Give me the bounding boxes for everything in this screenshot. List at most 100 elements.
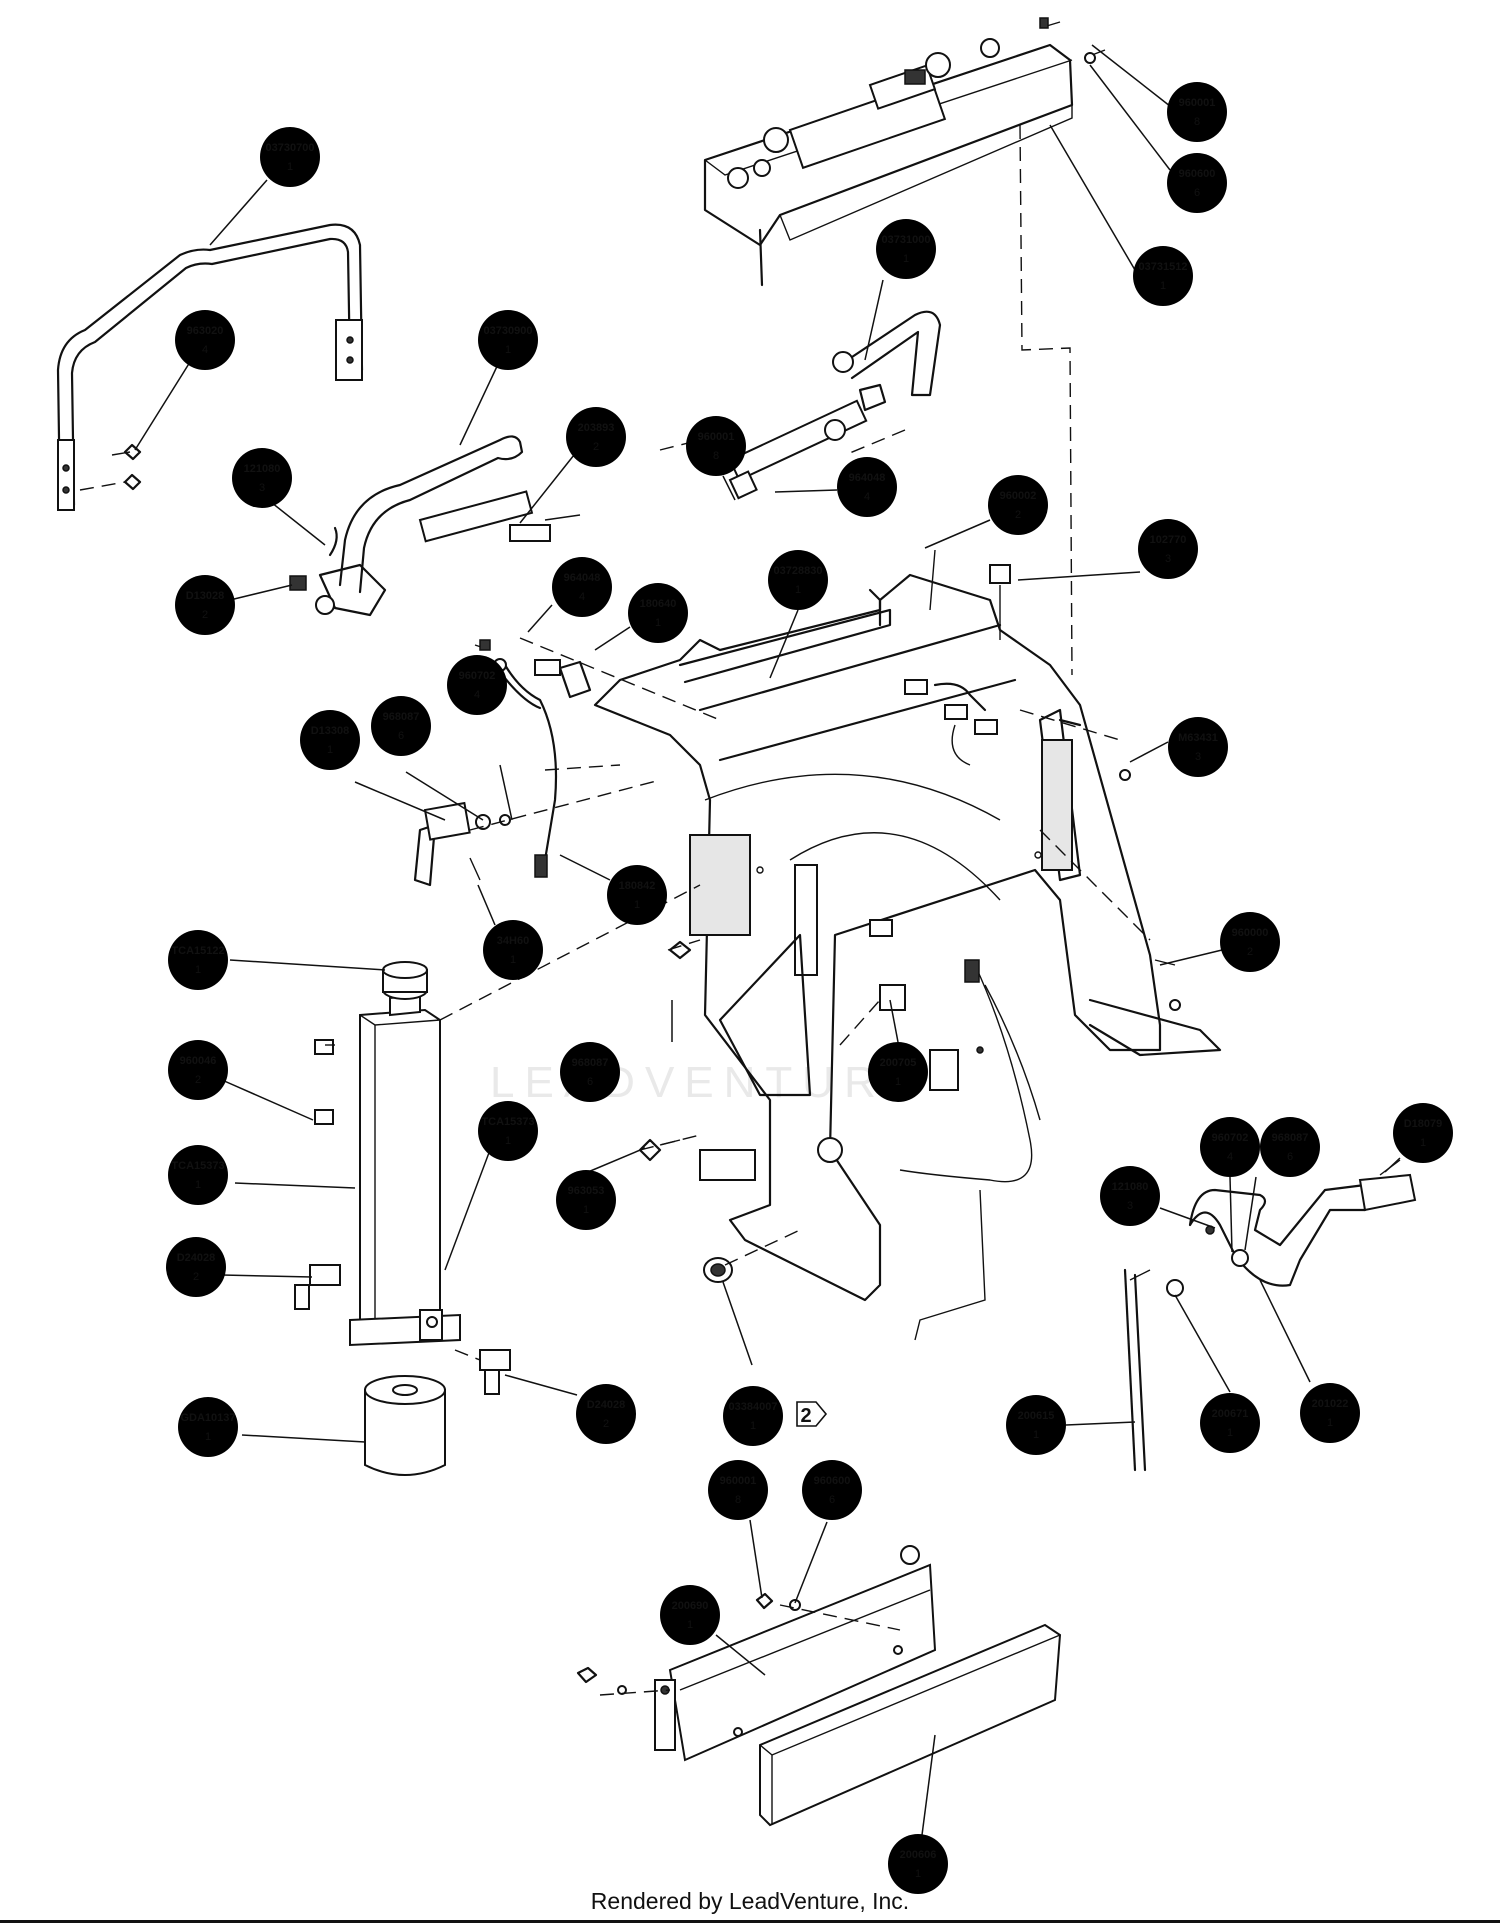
svg-text:964048: 964048	[849, 472, 886, 484]
svg-text:960001: 960001	[698, 431, 735, 443]
svg-text:203893: 203893	[578, 422, 615, 434]
pedal-arm-drawing	[1123, 1159, 1417, 1472]
svg-text:3: 3	[259, 482, 265, 494]
svg-text:4: 4	[864, 491, 870, 503]
leader-lines	[134, 44, 1401, 1836]
svg-text:1: 1	[287, 161, 293, 173]
svg-text:D24028: D24028	[587, 1399, 626, 1411]
svg-text:1: 1	[1327, 1417, 1333, 1429]
svg-text:4: 4	[202, 344, 208, 356]
svg-text:180842: 180842	[619, 880, 656, 892]
svg-text:6: 6	[1287, 1151, 1293, 1163]
callout-balloon: 200606 1	[888, 1834, 948, 1894]
switch-cable-drawing	[474, 639, 592, 878]
callout-balloon: D13308 1	[300, 710, 360, 770]
footer-credit: Rendered by LeadVenture, Inc.	[590, 1888, 910, 1914]
callout-balloon: 960600 6	[1167, 153, 1227, 213]
svg-text:1: 1	[1033, 1429, 1039, 1441]
svg-text:6: 6	[1194, 187, 1200, 199]
svg-text:960001: 960001	[1179, 97, 1216, 109]
roll-bar-drawing	[56, 223, 364, 511]
svg-text:963020: 963020	[187, 325, 224, 337]
section-reference-tag: 2	[796, 1401, 828, 1427]
svg-text:2: 2	[193, 1271, 199, 1283]
svg-text:D13028: D13028	[186, 590, 225, 602]
svg-text:960600: 960600	[1179, 168, 1216, 180]
svg-text:2: 2	[1247, 946, 1253, 958]
callout-balloon: 201022 1	[1300, 1383, 1360, 1443]
svg-text:200671: 200671	[1212, 1408, 1249, 1420]
callout-balloon: 963020 4	[175, 310, 235, 370]
svg-text:4: 4	[1227, 1151, 1233, 1163]
svg-text:6: 6	[829, 1494, 835, 1506]
svg-text:8: 8	[1194, 116, 1200, 128]
svg-text:03730700: 03730700	[266, 142, 315, 154]
svg-text:960702: 960702	[1212, 1132, 1249, 1144]
callout-balloon: 968087 6	[1260, 1117, 1320, 1177]
svg-text:03384007: 03384007	[729, 1401, 778, 1413]
svg-text:968087: 968087	[1272, 1132, 1309, 1144]
footer-divider	[0, 1920, 1500, 1923]
callout-balloon: 960001 8	[1167, 82, 1227, 142]
svg-text:200606: 200606	[900, 1849, 937, 1861]
svg-text:200690: 200690	[672, 1600, 709, 1612]
svg-text:D13308: D13308	[311, 725, 350, 737]
svg-text:3: 3	[1195, 751, 1201, 763]
svg-text:1: 1	[583, 1204, 589, 1216]
svg-text:1: 1	[195, 1179, 201, 1191]
svg-text:1: 1	[634, 899, 640, 911]
svg-text:960600: 960600	[814, 1475, 851, 1487]
callout-balloon: 03730700 1	[260, 127, 320, 187]
callout-balloon: 960046 2	[168, 1040, 228, 1100]
svg-text:1: 1	[327, 744, 333, 756]
svg-text:6: 6	[587, 1076, 593, 1088]
svg-text:GDA10137: GDA10137	[180, 1412, 235, 1424]
svg-text:201022: 201022	[1312, 1398, 1349, 1410]
svg-text:1: 1	[687, 1619, 693, 1631]
svg-text:1: 1	[195, 964, 201, 976]
svg-text:2: 2	[195, 1074, 201, 1086]
svg-text:4: 4	[579, 591, 585, 603]
svg-text:D18079: D18079	[1404, 1118, 1443, 1130]
callout-balloon: 964048 4	[837, 457, 897, 517]
callout-balloon: 180842 1	[607, 865, 667, 925]
wiring-harness-drawing	[904, 564, 1011, 766]
svg-text:1: 1	[205, 1431, 211, 1443]
svg-text:03728830: 03728830	[774, 565, 823, 577]
console-drawing	[703, 17, 1106, 287]
svg-text:200615: 200615	[1018, 1410, 1055, 1422]
grommet-drawing	[703, 1257, 733, 1283]
svg-text:1: 1	[1420, 1137, 1426, 1149]
svg-text:960702: 960702	[459, 670, 496, 682]
svg-text:2: 2	[202, 609, 208, 621]
callout-balloon: 121080 3	[232, 448, 292, 508]
svg-text:3: 3	[1165, 553, 1171, 565]
svg-text:6: 6	[398, 730, 404, 742]
svg-text:03730900: 03730900	[484, 325, 533, 337]
fitting-drawing	[294, 1264, 511, 1395]
svg-text:180640: 180640	[640, 598, 677, 610]
svg-text:121080: 121080	[244, 463, 281, 475]
svg-text:960046: 960046	[180, 1055, 217, 1067]
svg-text:1: 1	[915, 1868, 921, 1880]
callout-balloon: 200690 1	[660, 1585, 720, 1645]
svg-text:1: 1	[795, 584, 801, 596]
callout-balloon: 960600 6	[802, 1460, 862, 1520]
svg-text:960000: 960000	[1232, 927, 1269, 939]
